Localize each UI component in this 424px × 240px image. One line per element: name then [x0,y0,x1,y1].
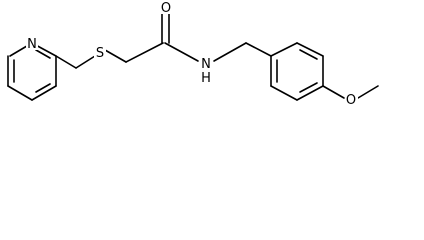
bond [270,85,298,101]
bond [322,85,345,99]
double-bond-inner [299,82,318,93]
methoxy-oxygen-label: O [346,93,356,108]
bond [357,85,379,99]
double-bond-inner [299,49,318,60]
double-bond-inner [35,83,51,93]
sulfur-label: S [96,46,104,61]
bond [31,85,57,101]
bond [213,42,247,62]
double-bond-inner [35,49,51,59]
atom-labels: N S O N H O [26,0,358,108]
amide-nitrogen-label: N [201,57,211,72]
bond [55,55,77,69]
bond [296,85,324,101]
bond [7,85,33,101]
carbonyl-oxygen-label: O [161,1,171,16]
amide-hydrogen-label: H [201,71,211,86]
bond [125,42,164,63]
pyridine-nitrogen-label: N [27,37,37,52]
linker-chain [55,13,272,69]
bond [164,42,199,62]
bond [270,42,298,57]
bond [296,42,324,57]
methoxy-group [322,85,379,99]
structural-formula: N S O N H O [7,0,379,108]
benzene-ring [270,42,324,101]
bond [245,42,272,57]
bond [75,55,96,69]
bond [104,49,127,63]
